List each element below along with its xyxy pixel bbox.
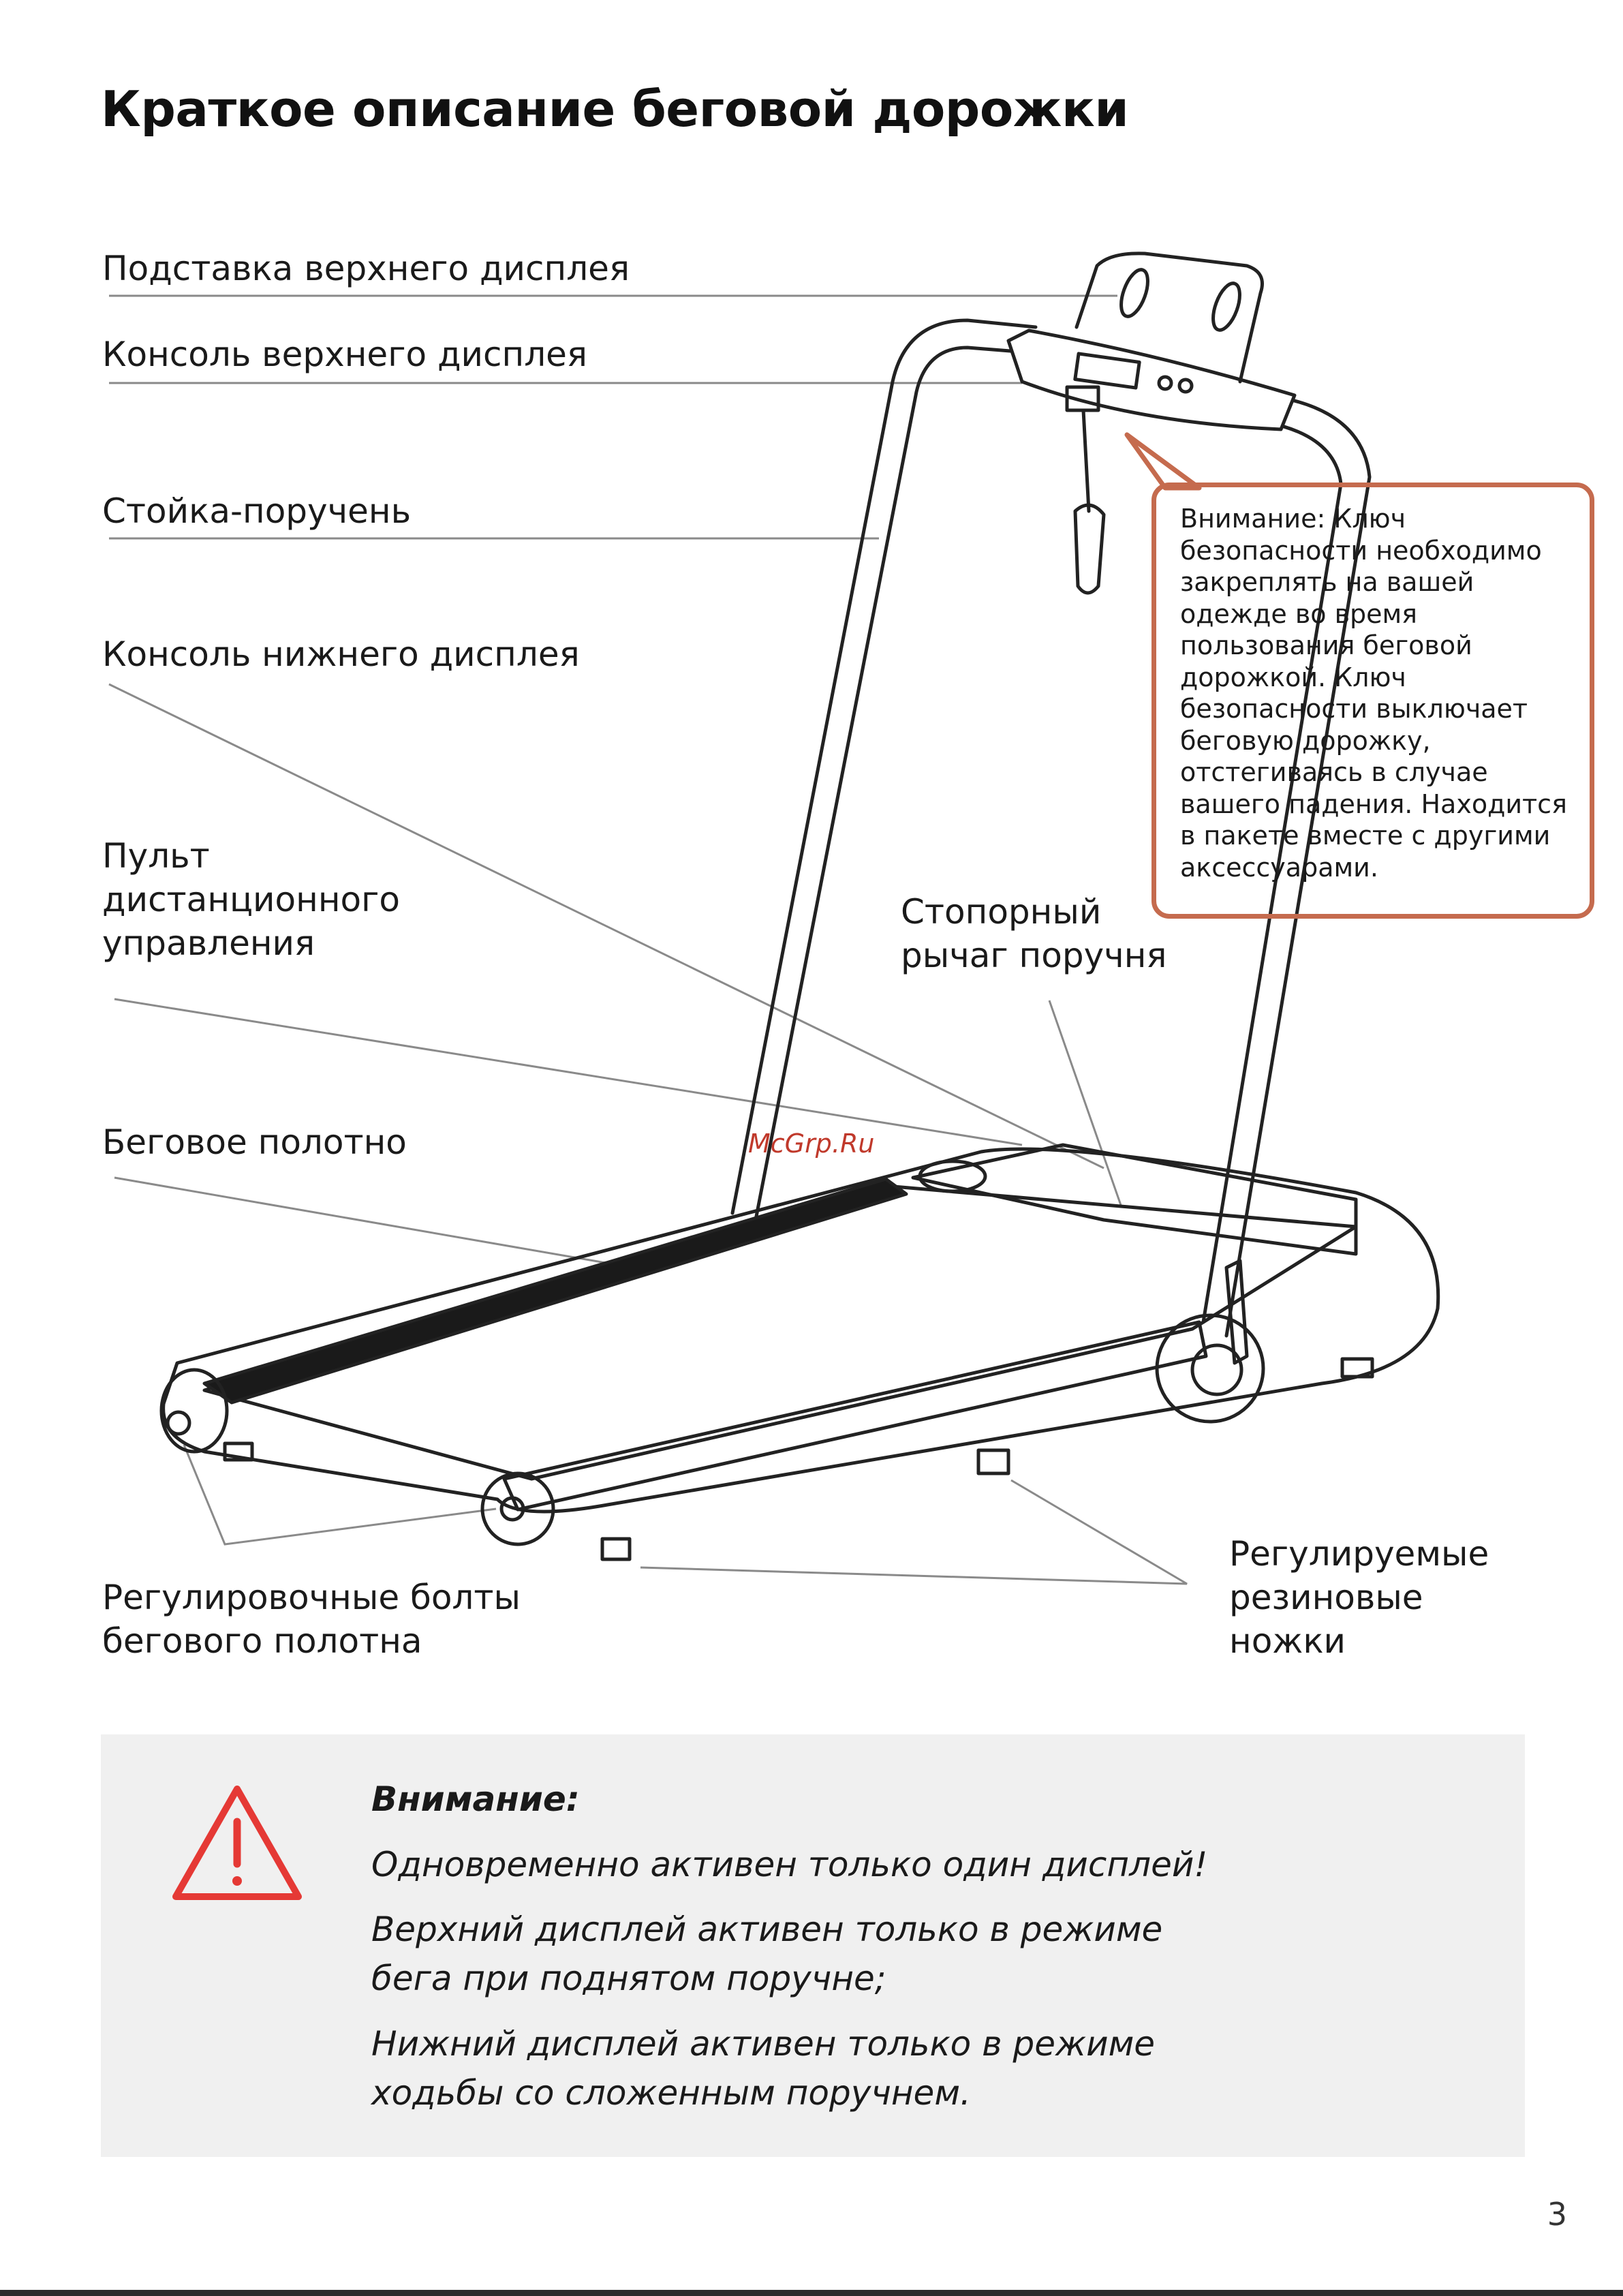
leader-line-feet — [640, 1479, 1188, 1585]
page-number: 3 — [1547, 2196, 1567, 2233]
page-title: Краткое описание беговой дорожки — [101, 80, 1129, 138]
warning-line-3: Нижний дисплей активен только в режиме х… — [371, 2024, 1156, 2113]
warning-triangle-icon — [172, 1786, 302, 1900]
warning-heading: Внимание: — [371, 1779, 580, 1819]
label-handrail-post: Стойка-поручень — [102, 491, 412, 531]
warning-line-2: Верхний дисплей активен только в режиме … — [371, 1910, 1163, 1998]
label-handrail-lock-lever: Стопорный рычаг поручня — [901, 892, 1167, 975]
warning-box — [101, 1734, 1525, 2157]
front-bolt — [499, 1496, 525, 1522]
label-top-display-stand: Подставка верхнего дисплея — [102, 249, 630, 288]
leader-line-remote — [114, 998, 1023, 1146]
safety-key-callout — [1151, 483, 1594, 919]
safety-key-clip — [1073, 503, 1106, 595]
label-remote-control: Пульт дистанционного управления — [102, 836, 400, 963]
roller-hub — [1190, 1343, 1243, 1396]
bottom-rule — [0, 2290, 1623, 2296]
roller-housing — [1155, 1313, 1265, 1424]
label-belt-adjust-bolts: Регулировочные болты бегового полотна — [102, 1578, 521, 1661]
rear-end-cap — [159, 1368, 229, 1454]
label-bottom-display-console: Консоль нижнего дисплея — [102, 634, 580, 674]
bottom-console-area — [911, 1143, 1358, 1256]
warning-line-1: Одновременно активен только один дисплей… — [371, 1845, 1208, 1884]
leader-line-bottom-console — [108, 683, 1104, 1169]
handrail-left-inner — [754, 346, 1038, 1219]
upper-console-button-2 — [1177, 378, 1194, 394]
label-rubber-feet: Регулируемые резиновые ножки — [1229, 1534, 1489, 1661]
foot-front — [600, 1537, 632, 1561]
rear-bolt — [166, 1410, 191, 1436]
safety-key-cord — [1081, 408, 1091, 513]
stand-slot-right — [1211, 281, 1241, 332]
handrail-left-outer — [730, 318, 1038, 1215]
label-running-belt: Беговое полотно — [102, 1122, 407, 1162]
front-end-cap — [480, 1471, 555, 1546]
label-top-display-console: Консоль верхнего дисплея — [102, 335, 587, 374]
upper-console-button-1 — [1157, 375, 1173, 391]
foot-rear — [223, 1441, 254, 1462]
watermark: McGrp.Ru — [748, 1129, 875, 1159]
upper-console-screen — [1073, 352, 1141, 390]
lock-lever — [1224, 1259, 1249, 1365]
side-rail-dark — [202, 1177, 908, 1405]
display-stand — [1075, 251, 1264, 384]
treadmill-outline — [159, 251, 1440, 1561]
safety-key-callout-text: Внимание: Ключ безопасности необходимо з… — [1180, 504, 1567, 883]
bottom-console-button — [918, 1159, 987, 1193]
stand-slot-left — [1119, 268, 1149, 318]
leader-line-bolts — [183, 1444, 497, 1546]
foot-right — [1340, 1357, 1374, 1379]
foot-middle — [976, 1448, 1010, 1475]
